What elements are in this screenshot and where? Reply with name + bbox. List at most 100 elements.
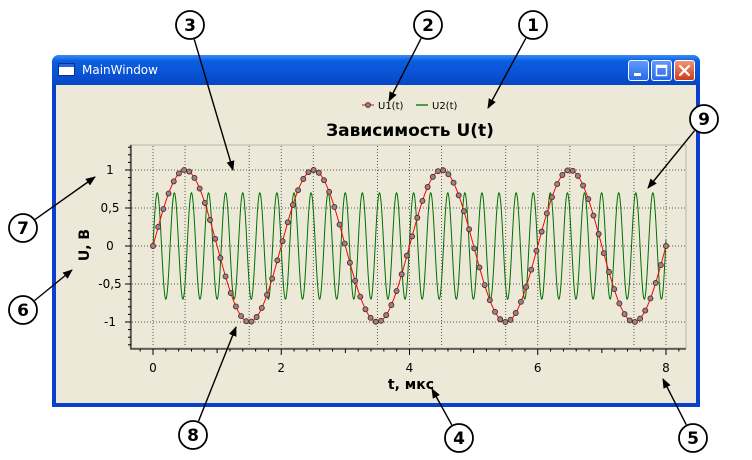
x-tick-label: 0	[149, 361, 157, 375]
y-tick-label: 0	[106, 239, 114, 253]
callout-circle	[413, 10, 443, 40]
series-u2-line	[152, 191, 667, 301]
window-client-area: Зависимость U(t) U1(t) U2(t)	[56, 85, 696, 403]
callout-circle	[175, 10, 205, 40]
series-u1-marker	[517, 298, 524, 305]
series-u1-marker	[331, 204, 338, 210]
series-u1-marker	[414, 214, 421, 221]
series-u1-marker	[248, 318, 255, 325]
series-u1-marker	[647, 295, 654, 302]
app-window-icon	[58, 63, 75, 76]
series-u1-marker	[559, 172, 566, 178]
series-u1-marker	[424, 184, 431, 190]
maximize-button[interactable]	[651, 60, 672, 81]
series-u1-marker	[217, 255, 224, 261]
series-u1-marker	[300, 176, 307, 182]
callout-circle	[678, 423, 708, 453]
series-u1-marker	[279, 238, 286, 245]
series-u1-marker	[388, 302, 395, 308]
series-u1-marker	[336, 221, 343, 228]
series-u1-marker	[383, 312, 390, 319]
series-u1-marker	[626, 317, 633, 324]
series-u1-marker	[227, 290, 234, 296]
series-u1-marker	[595, 231, 602, 237]
callout-number: 1	[527, 16, 539, 36]
series-u1-marker	[455, 192, 462, 199]
series-u1-marker	[523, 284, 530, 291]
close-icon	[678, 64, 691, 77]
series-u1-marker	[284, 219, 291, 226]
callout-1: 1	[487, 10, 548, 109]
callout-3: 3	[175, 10, 235, 171]
series-u1-marker	[175, 170, 182, 177]
close-button[interactable]	[674, 60, 695, 81]
series-u1-marker	[471, 245, 478, 252]
series-u1-marker	[232, 303, 239, 310]
series-u1-marker	[295, 187, 302, 194]
series-u1-marker	[165, 190, 172, 197]
callout-number: 9	[698, 110, 710, 130]
x-tick-label: 8	[662, 361, 670, 375]
series-u1-marker	[170, 178, 177, 185]
callout-circle	[8, 295, 38, 325]
series-u1-marker	[657, 262, 664, 269]
series-u1-marker	[580, 182, 587, 189]
legend-label-u1: U1(t)	[378, 101, 404, 112]
callout-number: 7	[17, 219, 29, 239]
y-axis: 10,50-0,5-1	[98, 145, 132, 348]
series-u1-marker	[616, 300, 623, 307]
series-u1-marker	[155, 223, 162, 230]
series-u1-marker	[315, 169, 322, 176]
callout-circle	[178, 420, 208, 450]
series-u1-marker	[196, 185, 203, 192]
series-u1-marker	[403, 252, 410, 259]
legend-item-u2: U2(t)	[416, 101, 458, 112]
series-u1-marker	[181, 167, 188, 174]
callout-arrow	[431, 388, 453, 426]
callout-arrow	[34, 176, 96, 220]
series-u1-marker	[201, 199, 208, 206]
series-u1-marker	[642, 307, 649, 314]
series-u1-marker	[289, 201, 296, 208]
series-u1-marker	[512, 310, 519, 316]
series-u1-marker	[378, 317, 384, 324]
series-u1-marker	[476, 264, 483, 271]
window-titlebar[interactable]: MainWindow	[52, 55, 700, 85]
y-tick-label: -0,5	[98, 277, 121, 291]
callout-arrow	[34, 269, 73, 302]
series-u1-marker	[481, 282, 488, 288]
series-u1-marker	[460, 208, 467, 215]
series-u1-marker	[398, 271, 405, 278]
series-u1-marker	[637, 315, 644, 322]
callout-2: 2	[388, 10, 443, 102]
callout-7: 7	[8, 176, 96, 243]
minimize-icon	[634, 73, 641, 76]
series-u1-marker	[486, 297, 493, 304]
series-u2	[152, 191, 667, 301]
callout-number: 4	[453, 429, 465, 449]
callout-arrow	[662, 378, 687, 425]
callout-circle	[8, 213, 38, 243]
chart-title: Зависимость U(t)	[326, 121, 494, 141]
series-u1-marker	[207, 217, 213, 223]
series-u1-marker	[590, 212, 597, 219]
callout-number: 3	[184, 16, 196, 36]
callout-8: 8	[178, 326, 237, 450]
series-u1-marker	[569, 167, 576, 174]
x-tick-label: 4	[406, 361, 414, 375]
series-u1-marker	[585, 196, 592, 202]
series-u1-marker	[611, 286, 618, 293]
series-u1-marker	[258, 304, 265, 311]
series-u1-marker	[238, 313, 245, 320]
series-u1-marker	[269, 275, 276, 282]
main-window: MainWindow Зависимость U(t) U1(t	[52, 55, 700, 407]
minimize-button[interactable]	[628, 60, 649, 81]
callout-4: 4	[431, 388, 474, 453]
y-tick-label: 0,5	[100, 201, 119, 215]
series-u1-marker	[600, 250, 607, 257]
series-u1-marker	[321, 177, 327, 184]
callout-5: 5	[662, 378, 708, 453]
maximize-icon	[655, 64, 668, 77]
grid	[132, 146, 685, 347]
